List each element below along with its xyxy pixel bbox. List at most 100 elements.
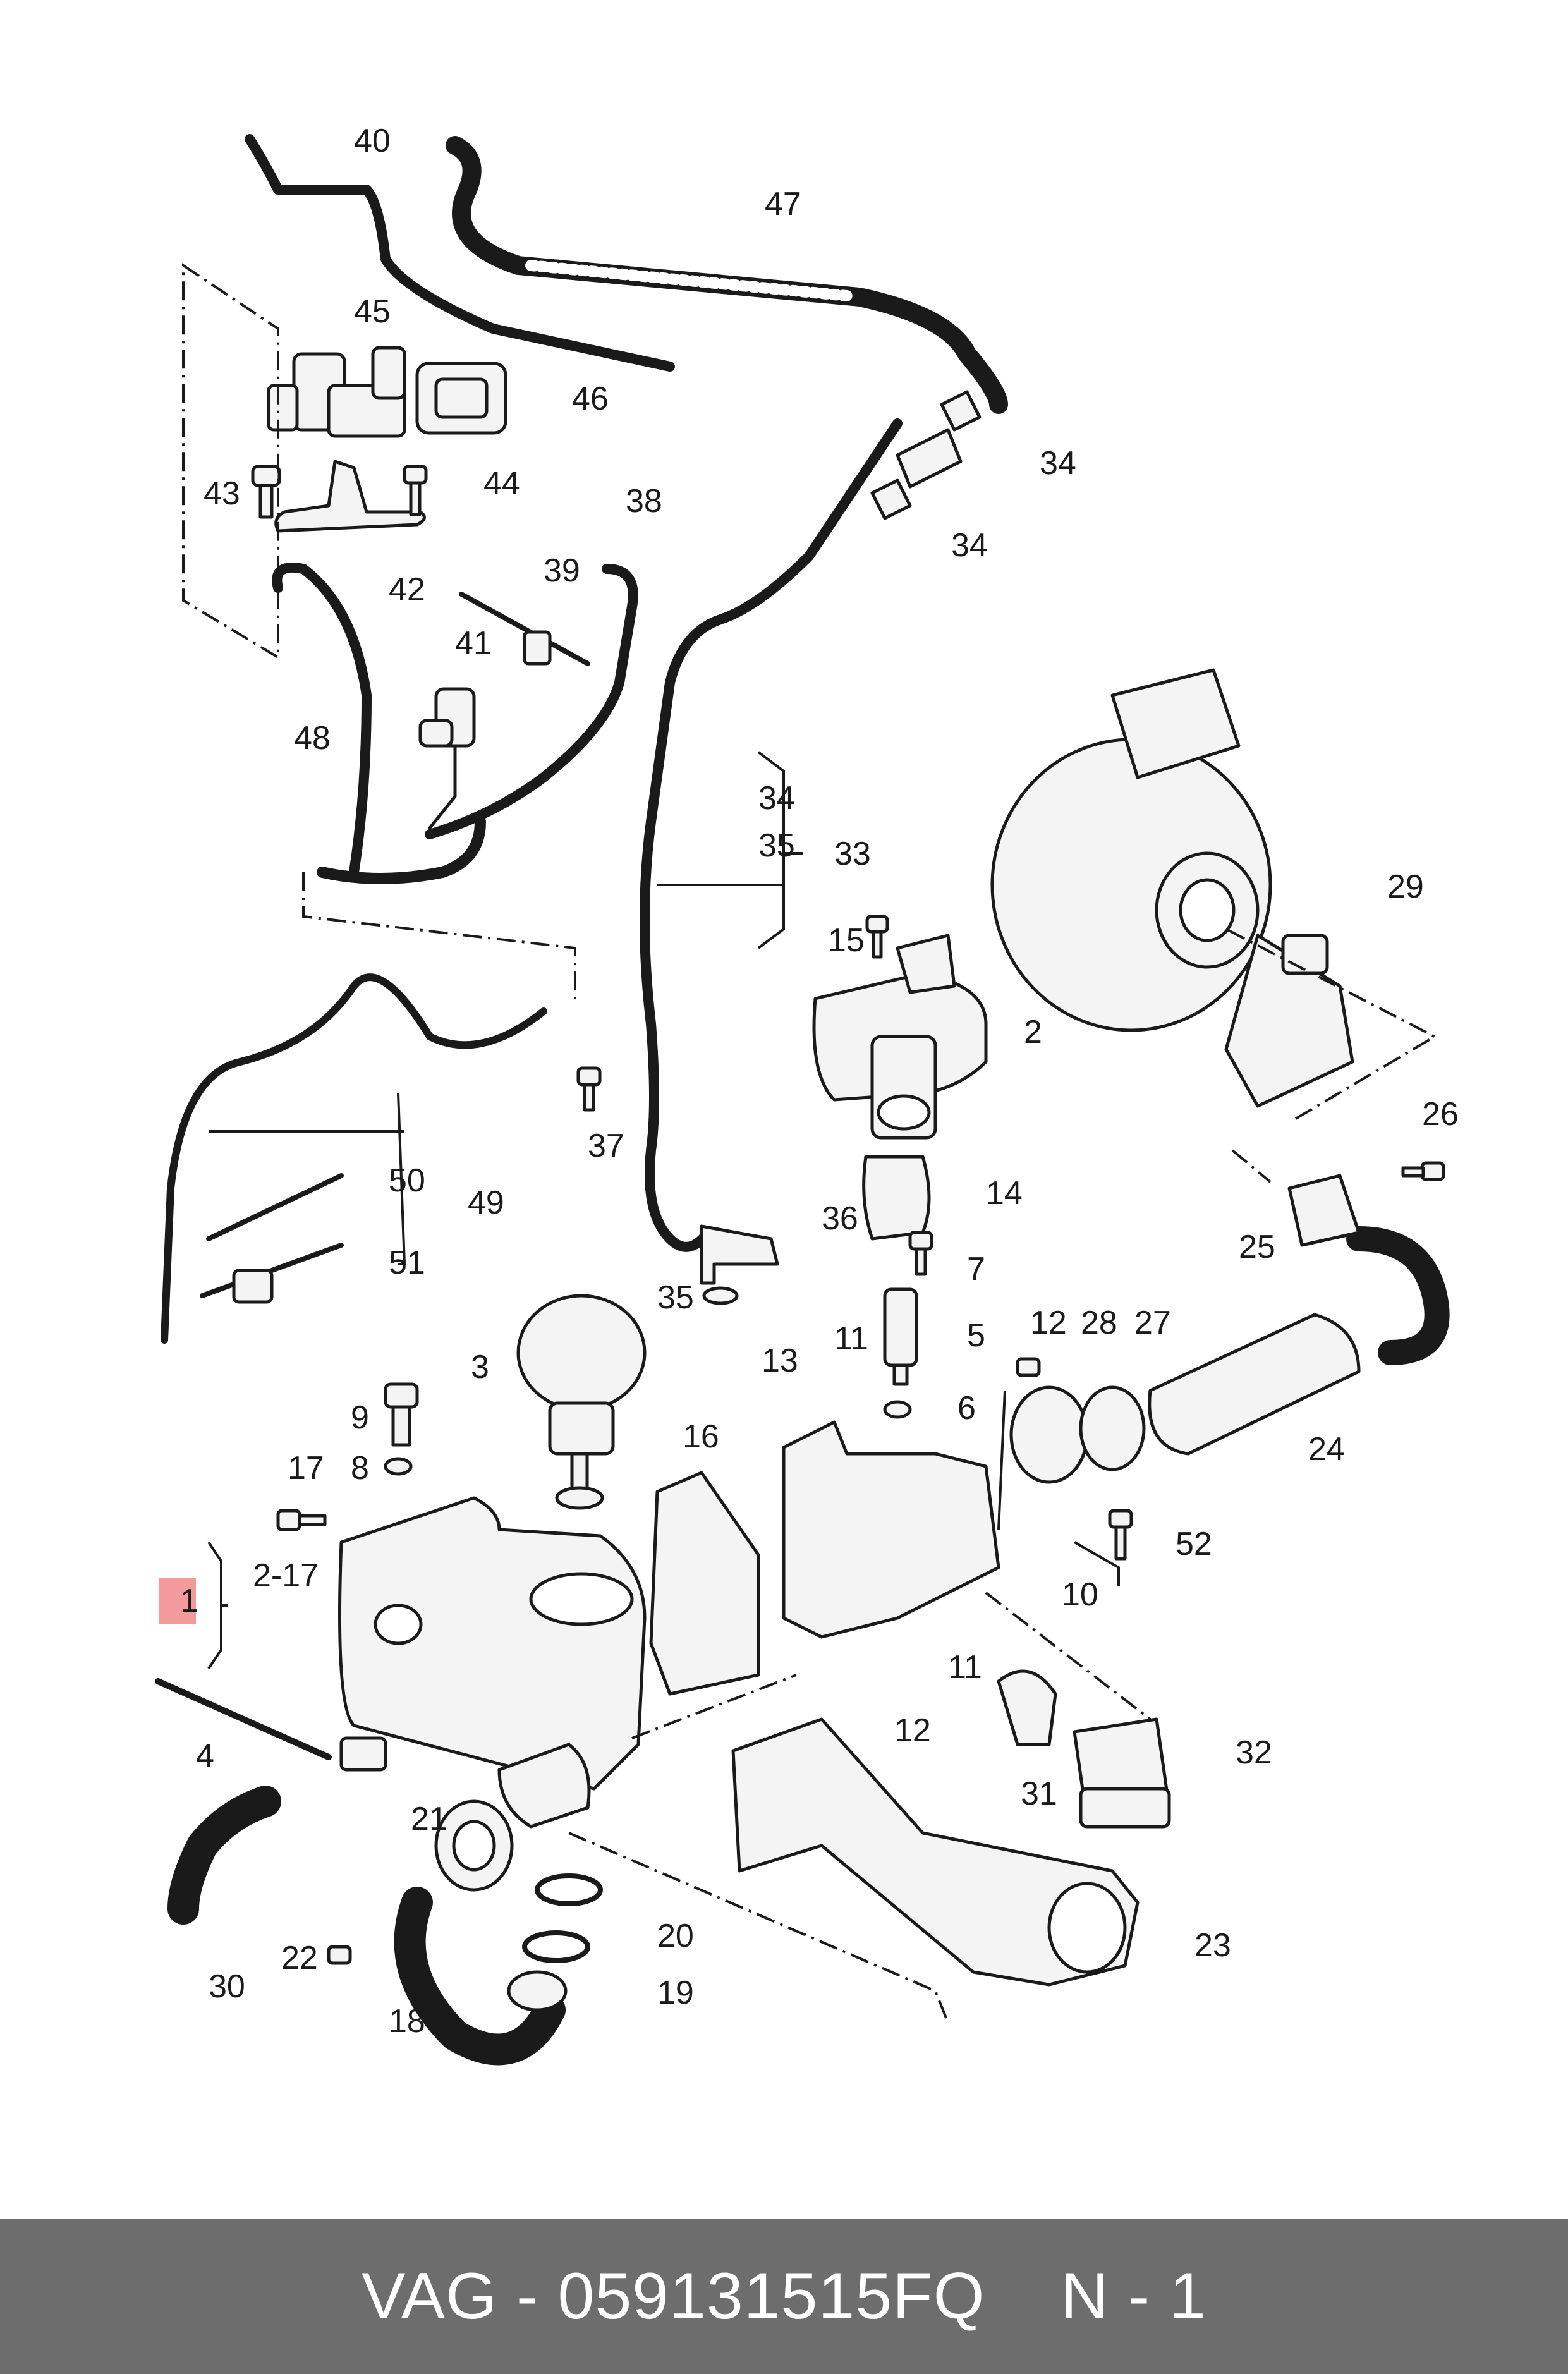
- hose-40: [245, 134, 675, 372]
- screw-52: [1108, 1509, 1133, 1561]
- leader-lines: [182, 263, 1438, 2023]
- part-label-p2: 2: [1024, 1014, 1042, 1050]
- clamp-28: [1009, 1385, 1089, 1484]
- part-label-p37: 37: [588, 1128, 624, 1164]
- screw-37: [576, 1066, 602, 1112]
- screw-15: [865, 915, 889, 959]
- bracket-36: [700, 1224, 779, 1285]
- hose-38: [425, 564, 638, 839]
- exploded-parts-diagram: 4047454634434438344239414834353329152375…: [155, 123, 1459, 2066]
- part-label-p35a: 35: [758, 827, 795, 864]
- part-label-p14: 14: [986, 1175, 1023, 1212]
- part-label-p3: 3: [471, 1349, 489, 1385]
- hose-short-34: [896, 428, 963, 489]
- washer-6: [883, 1400, 912, 1419]
- part-label-p32: 32: [1236, 1734, 1272, 1771]
- pipe-32: [1073, 1717, 1171, 1829]
- intake-flange: [1047, 1882, 1127, 1974]
- clip-51: [232, 1269, 274, 1304]
- part-label-p43: 43: [204, 475, 240, 512]
- egr-housing-10: [782, 1420, 1000, 1639]
- part-label-p10: 10: [1062, 1576, 1098, 1613]
- footer-part-number: 059131515FQ: [557, 2259, 985, 2333]
- part-label-p49: 49: [468, 1184, 504, 1221]
- turbocharger-29: [990, 668, 1354, 1108]
- part-label-p41: 41: [455, 625, 492, 662]
- sensor-5: [883, 1287, 918, 1386]
- part-label-p12a: 12: [1030, 1305, 1067, 1341]
- part-label-p24: 24: [1308, 1431, 1345, 1468]
- part-label-p36: 36: [822, 1200, 858, 1237]
- highlight-marker: [159, 1578, 196, 1624]
- pipe-24: [1148, 1313, 1361, 1456]
- part-label-p17: 17: [288, 1450, 324, 1487]
- part-label-p20: 20: [657, 1918, 694, 1954]
- vacuum-valve-45: [267, 346, 406, 438]
- screw-12-top: [1016, 1357, 1041, 1377]
- part-label-p48: 48: [294, 720, 331, 757]
- part-label-p28: 28: [1081, 1305, 1117, 1341]
- part-label-p33: 33: [834, 836, 871, 872]
- part-label-p6: 6: [957, 1390, 976, 1427]
- part-label-p42: 42: [389, 571, 425, 608]
- washer-8: [384, 1457, 413, 1476]
- seal-27: [1079, 1385, 1146, 1471]
- hose-lower: [317, 816, 486, 884]
- screw-43: [251, 465, 281, 519]
- part-label-p34c: 34: [758, 780, 795, 817]
- gasket-16: [649, 1471, 760, 1696]
- hose-49: [161, 973, 547, 1344]
- part-label-p2_17: 2-17: [253, 1557, 319, 1594]
- gasket-25: [1287, 1174, 1361, 1247]
- screw-22: [327, 1945, 352, 1965]
- part-label-p9: 9: [351, 1399, 369, 1436]
- part-label-p13: 13: [762, 1342, 798, 1379]
- part-label-p8: 8: [351, 1450, 369, 1487]
- part-label-p38: 38: [626, 483, 662, 520]
- part-label-p19: 19: [657, 1975, 694, 2011]
- part-label-p31: 31: [1021, 1775, 1057, 1812]
- part-label-p52: 52: [1176, 1526, 1212, 1562]
- clip-34-mid: [870, 478, 912, 520]
- clamp-20: [535, 1873, 603, 1906]
- clip-34-top: [940, 390, 982, 432]
- flange-21: [434, 1799, 514, 1892]
- vacuum-unit-41: [418, 687, 476, 830]
- o-ring-35: [702, 1286, 739, 1305]
- egr-cooler-1: [338, 1496, 647, 1829]
- screw-9: [384, 1382, 419, 1447]
- footer-bar: VAG - 059131515FQ N - 1: [0, 2219, 1568, 2374]
- gasket-19: [507, 1930, 590, 2012]
- cable-tie-51: [200, 1243, 344, 1298]
- part-label-p35b: 35: [657, 1279, 694, 1316]
- pipe-33: [640, 418, 903, 1252]
- part-label-p27: 27: [1134, 1305, 1171, 1341]
- intake-pipe-23: [731, 1717, 1140, 1987]
- screw-7: [908, 1231, 933, 1276]
- part-label-p11a: 11: [834, 1320, 868, 1357]
- cable-tie-50: [206, 1173, 344, 1241]
- part-label-p18: 18: [389, 2003, 425, 2040]
- part-label-p39: 39: [544, 552, 580, 589]
- screw-44: [403, 465, 428, 516]
- part-label-p12b: 12: [894, 1712, 931, 1749]
- part-label-p16: 16: [683, 1418, 719, 1455]
- part-label-p25: 25: [1239, 1229, 1275, 1265]
- part-label-p26: 26: [1422, 1096, 1459, 1133]
- footer-separator: -: [516, 2259, 539, 2333]
- part-label-p15: 15: [828, 922, 865, 959]
- part-label-p7: 7: [967, 1251, 985, 1287]
- hose-47-inner: [525, 260, 853, 301]
- part-label-p44: 44: [483, 465, 520, 502]
- part-label-p34a: 34: [1040, 445, 1076, 482]
- part-label-p45: 45: [354, 293, 391, 330]
- gasket-14: [862, 1155, 931, 1241]
- part-label-p23: 23: [1194, 1927, 1231, 1964]
- cable-tie-39: [459, 592, 590, 666]
- pipe-26: [1346, 1226, 1450, 1365]
- bracket-42: [274, 460, 426, 533]
- part-label-p11b: 11: [948, 1649, 982, 1686]
- vacuum-actuator-3: [516, 1294, 647, 1510]
- hose-30: [167, 1786, 281, 1925]
- egr-valve-2: [812, 934, 988, 1140]
